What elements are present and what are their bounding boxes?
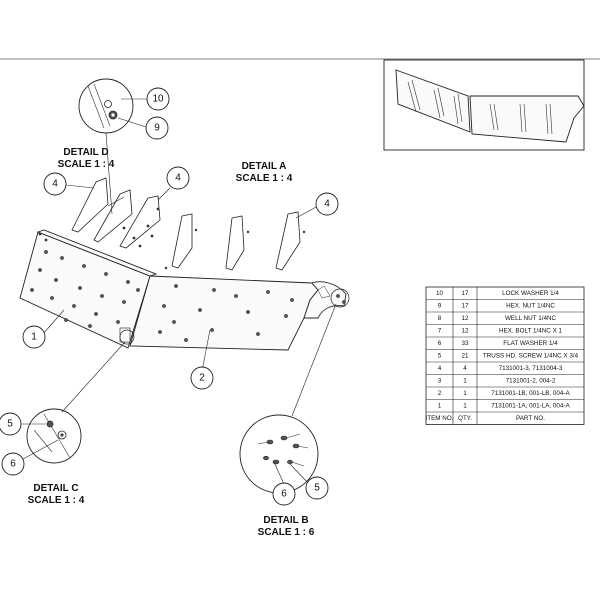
balloon-4-left-label: 4 — [52, 179, 58, 190]
bom-part-no: 7131001-1A, 001-LA, 004-A — [491, 402, 570, 409]
bom-part-no: FLAT WASHER 1/4 — [503, 340, 558, 347]
detail-d-view — [78, 78, 134, 134]
balloon-1-label: 1 — [31, 332, 37, 343]
bom-item-no: 10 — [436, 290, 444, 297]
bom-part-no: WELL NUT 1/4NC — [505, 315, 557, 322]
balloon-10-label: 10 — [152, 94, 164, 105]
balloon-2-label: 2 — [199, 373, 205, 384]
bom-row-2: 2 1 7131001-1B, 001-LB, 004-A — [426, 386, 584, 397]
bom-item-no: 5 — [438, 352, 442, 359]
detail-d-scale: SCALE 1 : 4 — [58, 159, 115, 170]
bom-item-no: 3 — [438, 377, 442, 384]
balloon-5-detail-b: 5 — [305, 476, 329, 500]
bom-header-row: ITEM NO. QTY. PART NO. — [426, 411, 584, 422]
bom-part-no: HEX. BOLT 1/4NC X 1 — [499, 327, 563, 334]
balloon-4-middle: 4 — [166, 166, 190, 190]
bom-part-no: 7131001-3, 7131004-3 — [499, 365, 563, 372]
bom-row-1: 1 1 7131001-1A, 001-LA, 004-A — [426, 399, 584, 409]
bom-qty: 33 — [461, 340, 469, 347]
balloon-4-middle-label: 4 — [175, 173, 181, 184]
bom-item-no: 2 — [438, 390, 442, 397]
bom-qty: 17 — [461, 290, 469, 297]
bom-item-no: 6 — [438, 340, 442, 347]
balloon-5-detail-c: 5 — [0, 412, 22, 436]
bom-part-no: TRUSS HD. SCREW 1/4NC X 3/4 — [483, 352, 579, 359]
bom-qty: 1 — [463, 377, 467, 384]
bracket-fasteners — [38, 207, 306, 270]
bom-item-no: 8 — [438, 315, 442, 322]
bom-qty: QTY. — [458, 415, 472, 422]
bom-qty: 1 — [463, 402, 467, 409]
panel-1-bolts — [30, 250, 140, 328]
bom-qty: 17 — [461, 302, 469, 309]
balloon-6-detail-c: 6 — [1, 452, 25, 476]
bom-row-6: 6 33 FLAT WASHER 1/4 — [426, 336, 584, 347]
balloon-4-right-label: 4 — [324, 199, 330, 210]
bom-row-8: 8 12 WELL NUT 1/4NC — [426, 311, 584, 322]
bom-part-no: PART NO. — [516, 415, 545, 422]
bom-item-no: ITEM NO. — [426, 415, 454, 422]
panel-2-bolts — [158, 284, 346, 342]
balloon-6-detail-b: 6 — [272, 482, 296, 506]
bom-item-no: 9 — [438, 302, 442, 309]
bom-qty: 4 — [463, 365, 467, 372]
bom-qty: 12 — [461, 315, 469, 322]
balloon-5-detail-b-label: 5 — [314, 483, 320, 494]
bom-row-3: 3 1 7131001-2, 004-2 — [426, 374, 584, 384]
detail-d-title: DETAIL D — [63, 147, 108, 158]
bom-part-no: HEX. NUT 1/4NC — [506, 302, 555, 309]
detail-a-scale: SCALE 1 : 4 — [236, 173, 293, 184]
balloon-5-detail-c-label: 5 — [7, 419, 13, 430]
bom-qty: 1 — [463, 390, 467, 397]
balloon-9: 9 — [145, 116, 169, 140]
bom-item-no: 7 — [438, 327, 442, 334]
panel-item-2 — [129, 275, 347, 351]
bom-qty: 12 — [461, 327, 469, 334]
bom-row-4: 4 4 7131001-3, 7131004-3 — [426, 361, 584, 372]
balloon-6-detail-c-label: 6 — [10, 459, 16, 470]
balloon-4-right: 4 — [315, 192, 339, 216]
bom-part-no: 7131001-1B, 001-LB, 004-A — [491, 390, 570, 397]
detail-a-title: DETAIL A — [242, 161, 287, 172]
bom-part-no: LOCK WASHER 1/4 — [502, 290, 559, 297]
bom-row-7: 7 12 HEX. BOLT 1/4NC X 1 — [426, 324, 584, 334]
detail-b-title: DETAIL B — [263, 515, 308, 526]
overview-inset — [383, 59, 585, 151]
bom-item-no: 1 — [438, 402, 442, 409]
balloon-10: 10 — [146, 87, 170, 111]
leader-lines — [21, 98, 337, 485]
detail-c-view — [26, 408, 82, 464]
panel-item-1 — [19, 229, 158, 349]
bom-item-no: 4 — [438, 365, 442, 372]
detail-c-scale: SCALE 1 : 4 — [28, 495, 85, 506]
detail-callout-circles — [119, 288, 350, 345]
balloon-1: 1 — [22, 325, 46, 349]
bom-row-5: 5 21 TRUSS HD. SCREW 1/4NC X 3/4 — [426, 349, 584, 359]
detail-c-title: DETAIL C — [33, 483, 78, 494]
bom-part-no: 7131001-2, 004-2 — [506, 377, 556, 384]
bom-qty: 21 — [461, 352, 469, 359]
balloon-9-label: 9 — [154, 123, 160, 134]
bom-table-frame — [425, 286, 585, 425]
detail-b-scale: SCALE 1 : 6 — [258, 527, 315, 538]
bom-row-9: 9 17 HEX. NUT 1/4NC — [426, 299, 584, 309]
detail-b-view — [239, 414, 319, 494]
balloon-2: 2 — [190, 366, 214, 390]
balloon-6-detail-b-label: 6 — [281, 489, 287, 500]
brackets — [71, 177, 301, 271]
bom-row-10: 10 17 LOCK WASHER 1/4 — [436, 290, 559, 297]
balloon-4-left: 4 — [43, 172, 67, 196]
